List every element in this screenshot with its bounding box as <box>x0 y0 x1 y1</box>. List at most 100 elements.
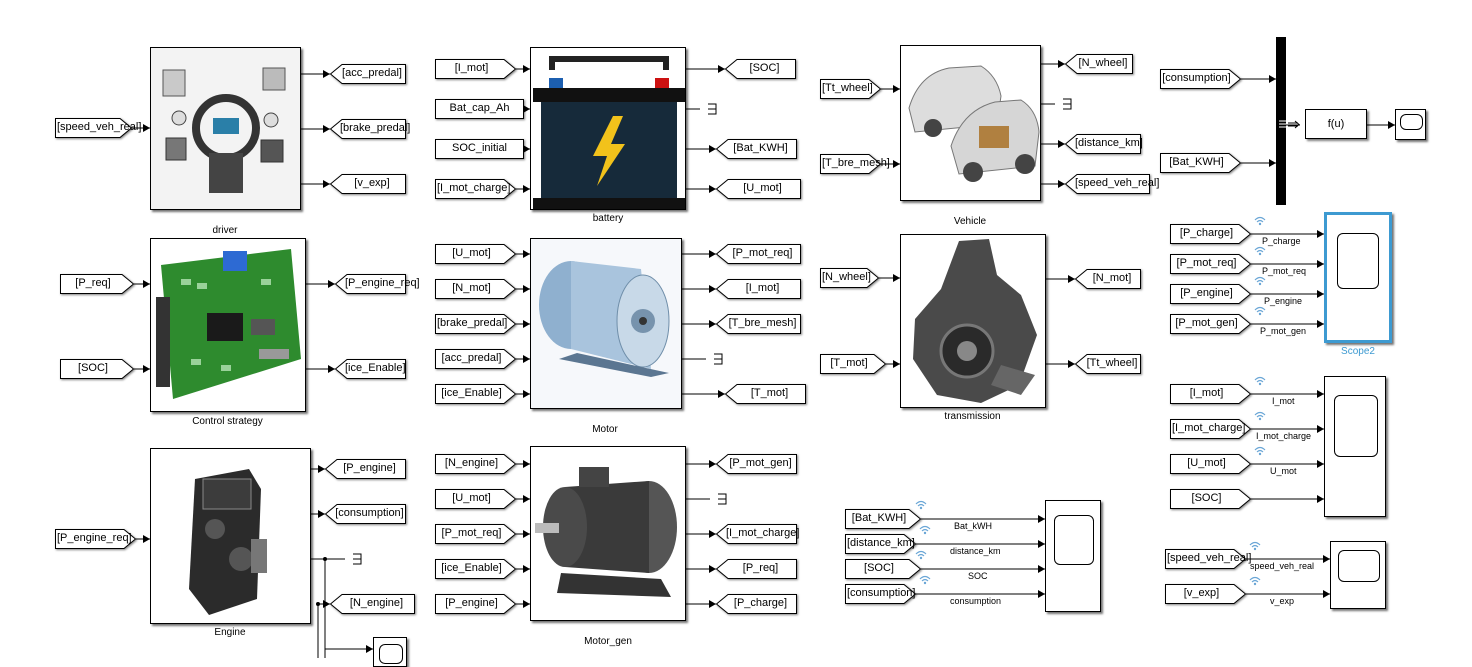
from-tag-consumption[interactable]: [consumption] <box>845 584 917 604</box>
goto-tag-tt-wheel[interactable]: [Tt_wheel] <box>1074 354 1141 374</box>
goto-tag-bat-kwh[interactable]: [Bat_KWH] <box>715 139 797 159</box>
signal-logging-icon <box>919 575 931 585</box>
vehicle-block[interactable] <box>900 45 1041 201</box>
motor-gen-block[interactable] <box>530 446 686 621</box>
from-tag-ice-enable[interactable]: [ice_Enable] <box>435 559 517 579</box>
constant-block-soc-initial[interactable]: SOC_initial <box>435 139 524 159</box>
signal-label-distance-km: distance_km <box>950 546 1001 556</box>
goto-tag-p-mot-req[interactable]: [P_mot_req] <box>715 244 801 264</box>
from-tag-t-bre-mesh[interactable]: [T_bre_mesh] <box>820 154 890 174</box>
tag-label: [P_req] <box>75 277 111 289</box>
from-tag-t-mot[interactable]: [T_mot] <box>820 354 887 374</box>
scope-fcn[interactable] <box>1395 109 1426 140</box>
from-tag-i-mot-charge[interactable]: [I_mot_charge] <box>435 179 517 199</box>
from-tag-n-wheel[interactable]: [N_wheel] <box>820 268 880 288</box>
tag-label: [P_engine] <box>445 597 498 609</box>
from-tag-n-engine[interactable]: [N_engine] <box>435 454 517 474</box>
scope-engine-block[interactable] <box>373 637 407 667</box>
goto-tag-n-mot[interactable]: [N_mot] <box>1074 269 1141 289</box>
car-cutaway-icon <box>901 46 1040 200</box>
from-tag-speed-veh-real[interactable]: [speed_veh_real] <box>55 118 141 138</box>
from-tag-speed-veh-real[interactable]: [speed_veh_real] <box>1165 549 1251 569</box>
control-strategy-block[interactable] <box>150 238 306 412</box>
from-tag-consumption[interactable]: [consumption] <box>1160 69 1242 89</box>
goto-tag-t-bre-mesh[interactable]: [T_bre_mesh] <box>715 314 801 334</box>
tag-label: [v_exp] <box>354 177 390 189</box>
from-tag-p-engine[interactable]: [P_engine] <box>1170 284 1252 304</box>
driver-block[interactable] <box>150 47 301 210</box>
goto-tag-distance-km[interactable]: [distance_km] <box>1064 134 1143 154</box>
from-tag-u-mot[interactable]: [U_mot] <box>435 244 517 264</box>
signal-label-bat-kwh: Bat_kWH <box>954 521 993 531</box>
goto-tag-i-mot-charge[interactable]: [I_mot_charge] <box>715 524 799 544</box>
vehicle-label: Vehicle <box>953 216 987 227</box>
goto-tag-ice-enable[interactable]: [ice_Enable] <box>334 359 406 379</box>
goto-tag-t-mot[interactable]: [T_mot] <box>724 384 806 404</box>
tag-label: [SOC] <box>749 62 780 74</box>
goto-tag-v-exp[interactable]: [v_exp] <box>329 174 406 194</box>
engine-block[interactable] <box>150 448 311 624</box>
from-tag-bat-kwh[interactable]: [Bat_KWH] <box>1160 153 1242 173</box>
tag-label: [P_mot_req] <box>732 247 793 259</box>
tag-label: [SOC] <box>864 562 894 574</box>
from-tag-p-mot-req[interactable]: [P_mot_req] <box>1170 254 1252 274</box>
fcn-block[interactable]: f(u) <box>1305 109 1367 139</box>
scope-motor-block[interactable] <box>1324 376 1386 517</box>
signal-label-consumption: consumption <box>950 596 1002 606</box>
goto-tag-soc[interactable]: [SOC] <box>724 59 796 79</box>
from-tag-u-mot[interactable]: [U_mot] <box>1170 454 1252 474</box>
scope-speed-block[interactable] <box>1330 541 1386 609</box>
signal-logging-icon <box>915 500 927 510</box>
goto-tag-i-mot[interactable]: [I_mot] <box>715 279 801 299</box>
from-tag-p-engine-req[interactable]: [P_engine_req] <box>55 529 137 549</box>
from-tag-u-mot[interactable]: [U_mot] <box>435 489 517 509</box>
goto-tag-consumption[interactable]: [consumption] <box>324 504 406 524</box>
generator-motor-icon <box>531 447 685 620</box>
goto-tag-acc-predal[interactable]: [acc_predal] <box>329 64 406 84</box>
from-tag-p-mot-gen[interactable]: [P_mot_gen] <box>1170 314 1252 334</box>
motor-block[interactable] <box>530 238 682 409</box>
from-tag-i-mot-charge[interactable]: [I_mot_charge] <box>1170 419 1252 439</box>
goto-tag-p-mot-gen[interactable]: [P_mot_gen] <box>715 454 797 474</box>
from-tag-soc[interactable]: [SOC] <box>60 359 135 379</box>
scope-screen-icon <box>1334 395 1378 457</box>
scope-battery-block[interactable] <box>1045 500 1101 612</box>
constant-block-bat-cap-ah[interactable]: Bat_cap_Ah <box>435 99 524 119</box>
from-tag-tt-wheel[interactable]: [Tt_wheel] <box>820 79 882 99</box>
goto-tag-p-engine[interactable]: [P_engine] <box>324 459 406 479</box>
tag-label: [N_engine] <box>444 457 499 469</box>
from-tag-p-req[interactable]: [P_req] <box>60 274 135 294</box>
goto-tag-brake-predal[interactable]: [brake_predal] <box>329 119 410 139</box>
from-tag-p-mot-req[interactable]: [P_mot_req] <box>435 524 517 544</box>
battery-block[interactable] <box>530 47 686 210</box>
from-tag-distance-km[interactable]: [distance_km] <box>845 534 917 554</box>
from-tag-p-charge[interactable]: [P_charge] <box>1170 224 1252 244</box>
signal-logging-icon <box>1249 576 1261 586</box>
pcb-board-icon <box>151 239 305 411</box>
signal-logging-icon <box>1254 446 1266 456</box>
from-tag-soc[interactable]: [SOC] <box>1170 489 1252 509</box>
from-tag-v-exp[interactable]: [v_exp] <box>1165 584 1247 604</box>
from-tag-acc-predal[interactable]: [acc_predal] <box>435 349 517 369</box>
tag-label: [I_mot_charge] <box>1172 422 1246 434</box>
tag-label: [Bat_KWH] <box>1169 156 1224 168</box>
goto-tag-n-engine[interactable]: [N_engine] <box>329 594 415 614</box>
goto-tag-p-charge[interactable]: [P_charge] <box>715 594 797 614</box>
from-tag-bat-kwh-small[interactable]: [Bat_KWH] <box>845 509 922 529</box>
goto-tag-p-req[interactable]: [P_req] <box>715 559 797 579</box>
from-tag-i-mot[interactable]: [I_mot] <box>1170 384 1252 404</box>
goto-tag-p-engine-req[interactable]: [P_engine_req] <box>334 274 420 294</box>
goto-tag-speed-veh-real[interactable]: [speed_veh_real] <box>1064 174 1159 194</box>
from-tag-p-engine[interactable]: [P_engine] <box>435 594 517 614</box>
goto-tag-u-mot[interactable]: [U_mot] <box>715 179 801 199</box>
from-tag-brake-predal[interactable]: [brake_predal] <box>435 314 517 334</box>
from-tag-ice-enable[interactable]: [ice_Enable] <box>435 384 517 404</box>
goto-tag-n-wheel[interactable]: [N_wheel] <box>1064 54 1133 74</box>
from-tag-i-mot[interactable]: [I_mot] <box>435 59 517 79</box>
signal-label-p-engine: P_engine <box>1264 296 1303 306</box>
transmission-block[interactable] <box>900 234 1046 408</box>
from-tag-soc[interactable]: [SOC] <box>845 559 922 579</box>
tag-label: [brake_predal] <box>437 317 508 329</box>
from-tag-n-mot[interactable]: [N_mot] <box>435 279 517 299</box>
scope2-block[interactable] <box>1324 212 1392 343</box>
